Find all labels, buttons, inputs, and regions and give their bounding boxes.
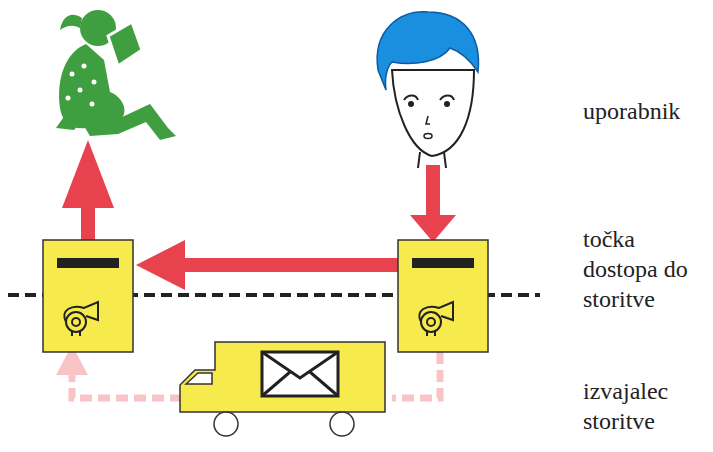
van-body <box>180 342 385 412</box>
girl-hair <box>60 15 82 30</box>
van-wheel <box>214 412 238 436</box>
red-arrow <box>410 165 456 242</box>
red-arrow <box>62 140 114 243</box>
delivery-van <box>180 342 385 436</box>
postbox-body <box>43 240 133 352</box>
red-arrow <box>136 240 402 290</box>
arrow-head <box>62 140 114 208</box>
post-horn <box>419 302 453 336</box>
boy-head <box>377 12 478 168</box>
level-label: uporabnik <box>583 96 708 126</box>
level-label: točka dostopa do storitve <box>583 224 708 314</box>
postbox-slot <box>57 258 119 268</box>
postbox <box>398 240 488 352</box>
van-window <box>186 373 212 384</box>
post-horn <box>64 302 98 336</box>
arrow-shaft <box>180 258 402 272</box>
arrow-head <box>410 215 456 242</box>
neck <box>418 152 446 168</box>
eye <box>404 96 418 101</box>
nose <box>426 116 430 124</box>
arrow-shaft <box>426 165 440 217</box>
dashed-line <box>72 375 182 398</box>
van-wheel <box>330 412 354 436</box>
book <box>108 22 142 66</box>
pupil <box>408 101 414 107</box>
dashed-line <box>392 352 440 398</box>
hair <box>377 12 478 90</box>
girl-legs <box>84 104 176 140</box>
level-label: izvajalec storitve <box>583 376 708 436</box>
postbox <box>43 240 133 352</box>
pupil <box>444 101 450 107</box>
reading-girl <box>56 10 176 140</box>
arrow-shaft <box>81 205 95 243</box>
mouth <box>424 134 432 139</box>
arrow-head <box>136 240 185 290</box>
girl-foot <box>56 108 90 130</box>
dress-dots <box>66 64 97 107</box>
envelope <box>262 352 338 396</box>
postbox-body <box>398 240 488 352</box>
eye <box>440 96 454 101</box>
postbox-slot <box>412 258 474 268</box>
face <box>392 70 474 156</box>
envelope-flap <box>262 352 338 396</box>
